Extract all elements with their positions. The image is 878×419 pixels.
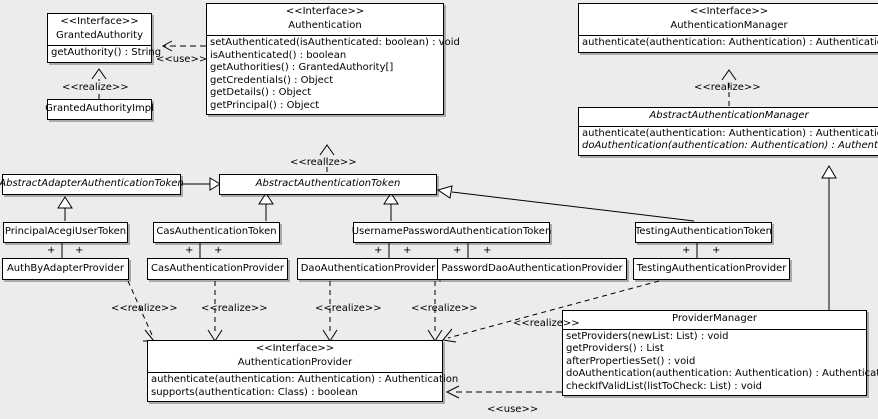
- class-members: authenticate(authentication: Authenticat…: [148, 372, 459, 401]
- class-name: AuthenticationProvider: [237, 356, 353, 368]
- class-member: getPrincipal() : Object: [210, 99, 320, 111]
- class-dao-authentication-provider[interactable]: DaoAuthenticationProvider: [297, 258, 439, 280]
- multiplicity-marker: +: [403, 245, 412, 256]
- multiplicity-marker: +: [453, 245, 462, 256]
- class-name: DaoAuthenticationProvider: [300, 262, 436, 274]
- class-granted-authority[interactable]: <<Interface>> GrantedAuthority getAuthor…: [47, 13, 162, 63]
- class-abstract-authentication-manager[interactable]: AbstractAuthenticationManager authentica…: [578, 107, 878, 156]
- edge-generalization-providermanager-to-abstractmanager: [821, 165, 837, 310]
- class-member: setAuthenticated(isAuthenticated: boolea…: [210, 37, 460, 48]
- class-stereotype: <<Interface>>: [60, 16, 139, 27]
- class-username-password-authentication-token[interactable]: UsernamePasswordAuthenticationToken: [351, 222, 552, 243]
- edge-label-realize-casauthenticationprovider: <<realize>>: [201, 303, 268, 314]
- multiplicity-marker: +: [185, 245, 194, 256]
- edge-label-realize-authbyadapterprovider: <<realize>>: [111, 303, 178, 314]
- class-member: getAuthorities() : GrantedAuthority[]: [210, 62, 394, 73]
- class-member: doAuthentication(authentication: Authent…: [566, 368, 878, 379]
- edge-generalization-principalacegiusertoken: [57, 196, 73, 221]
- class-name: CasAuthenticationProvider: [151, 262, 284, 274]
- class-member: supports(authentication: Class) : boolea…: [151, 386, 358, 398]
- class-password-dao-authentication-provider[interactable]: PasswordDaoAuthenticationProvider: [437, 258, 627, 280]
- edge-generalization-abstractadapter-to-abstracttoken: [181, 177, 221, 191]
- class-name: AuthenticationManager: [670, 19, 788, 31]
- multiplicity-marker: +: [374, 245, 383, 256]
- class-name: TestingAuthenticationToken: [634, 226, 773, 238]
- class-members: authenticate(authentication: Authenticat…: [579, 35, 878, 52]
- edge-label-realize-daoauthenticationprovider: <<realize>>: [315, 303, 382, 314]
- class-name: AuthByAdapterProvider: [6, 262, 125, 274]
- class-member: authenticate(authentication: Authenticat…: [582, 127, 878, 139]
- edge-label-realize-testingauthenticationprovider: <<realize>>: [513, 318, 580, 329]
- edge-use-providermanager-authenticationprovider: [445, 385, 562, 399]
- class-name: AbstractAuthenticationManager: [649, 110, 809, 121]
- class-members: setAuthenticated(isAuthenticated: boolea…: [207, 35, 460, 114]
- class-name: TestingAuthenticationProvider: [636, 262, 787, 274]
- class-name: GrantedAuthorityImpl: [45, 103, 154, 115]
- class-cas-authentication-token[interactable]: CasAuthenticationToken: [153, 222, 280, 243]
- edge-label-realize-grantedauthorityimpl: <<realize>>: [62, 82, 129, 93]
- class-member: getDetails() : Object: [210, 87, 312, 98]
- class-member: setProviders(newList: List) : void: [566, 330, 729, 342]
- class-member: authenticate(authentication: Authenticat…: [151, 374, 459, 385]
- edge-generalization-usernamepasswordtoken: [383, 192, 399, 221]
- edge-label-use-providermanager-authenticationprovider: <<use>>: [487, 404, 539, 415]
- class-member: getCredentials() : Object: [210, 74, 334, 86]
- edge-label-realize-abstractauthenticationmanager: <<realize>>: [694, 82, 761, 93]
- class-member: getAuthority() : String: [51, 47, 162, 58]
- class-abstract-authentication-token[interactable]: AbstractAuthenticationToken: [219, 174, 437, 195]
- class-name: PrincipalAcegiUserToken: [4, 226, 127, 238]
- class-auth-by-adapter-provider[interactable]: AuthByAdapterProvider: [2, 258, 129, 280]
- class-authentication-manager[interactable]: <<Interface>> AuthenticationManager auth…: [578, 3, 878, 53]
- class-members: setProviders(newList: List) : void getPr…: [563, 328, 878, 396]
- edge-label-realize-abstractauthenticationtoken: <<realize>>: [290, 157, 357, 168]
- class-name: PasswordDaoAuthenticationProvider: [441, 262, 623, 274]
- multiplicity-marker: +: [75, 245, 84, 256]
- multiplicity-marker: +: [214, 245, 223, 256]
- multiplicity-marker: +: [483, 245, 492, 256]
- class-members: getAuthority() : String: [48, 45, 162, 62]
- class-testing-authentication-provider[interactable]: TestingAuthenticationProvider: [633, 258, 790, 280]
- class-member: checkIfValidList(listToCheck: List) : vo…: [566, 380, 763, 392]
- class-name: AbstractAuthenticationToken: [255, 178, 401, 190]
- class-members: authenticate(authentication: Authenticat…: [579, 125, 878, 155]
- class-member: afterPropertiesSet() : void: [566, 355, 696, 367]
- edge-generalization-testingauthenticationtoken: [436, 185, 695, 222]
- class-name: CasAuthenticationToken: [156, 226, 277, 238]
- class-stereotype: <<Interface>>: [255, 343, 335, 354]
- class-provider-manager[interactable]: ProviderManager setProviders(newList: Li…: [562, 310, 878, 396]
- class-granted-authority-impl[interactable]: GrantedAuthorityImpl: [45, 99, 154, 120]
- class-name: UsernamePasswordAuthenticationToken: [351, 226, 552, 238]
- class-member: doAuthentication(authentication: Authent…: [582, 140, 878, 151]
- edge-generalization-casauthenticationtoken: [258, 192, 274, 221]
- class-abstract-adapter-authentication-token[interactable]: AbstractAdapterAuthenticationToken: [0, 174, 184, 195]
- multiplicity-marker: +: [47, 245, 56, 256]
- class-name: GrantedAuthority: [55, 29, 144, 41]
- class-name: ProviderManager: [671, 313, 757, 324]
- class-name: Authentication: [288, 19, 362, 31]
- class-member: isAuthenticated() : boolean: [210, 49, 347, 61]
- class-name: AbstractAdapterAuthenticationToken: [0, 178, 184, 190]
- class-authentication-provider[interactable]: <<Interface>> AuthenticationProvider aut…: [147, 340, 459, 402]
- class-principal-acegi-user-token[interactable]: PrincipalAcegiUserToken: [3, 222, 128, 243]
- class-stereotype: <<Interface>>: [285, 6, 365, 17]
- class-stereotype: <<Interface>>: [689, 6, 769, 17]
- class-authentication[interactable]: <<Interface>> Authentication setAuthenti…: [206, 3, 460, 115]
- class-member: authenticate(authentication: Authenticat…: [582, 37, 878, 48]
- multiplicity-marker: +: [682, 245, 691, 256]
- class-cas-authentication-provider[interactable]: CasAuthenticationProvider: [147, 258, 288, 280]
- multiplicity-marker: +: [712, 245, 721, 256]
- edge-label-realize-passworddaoauthenticationprovider: <<realize>>: [411, 303, 478, 314]
- class-testing-authentication-token[interactable]: TestingAuthenticationToken: [635, 222, 772, 243]
- edge-label-use-authentication-grantedauthority: <<use>>: [156, 54, 208, 65]
- class-member: getProviders() : List: [566, 343, 664, 354]
